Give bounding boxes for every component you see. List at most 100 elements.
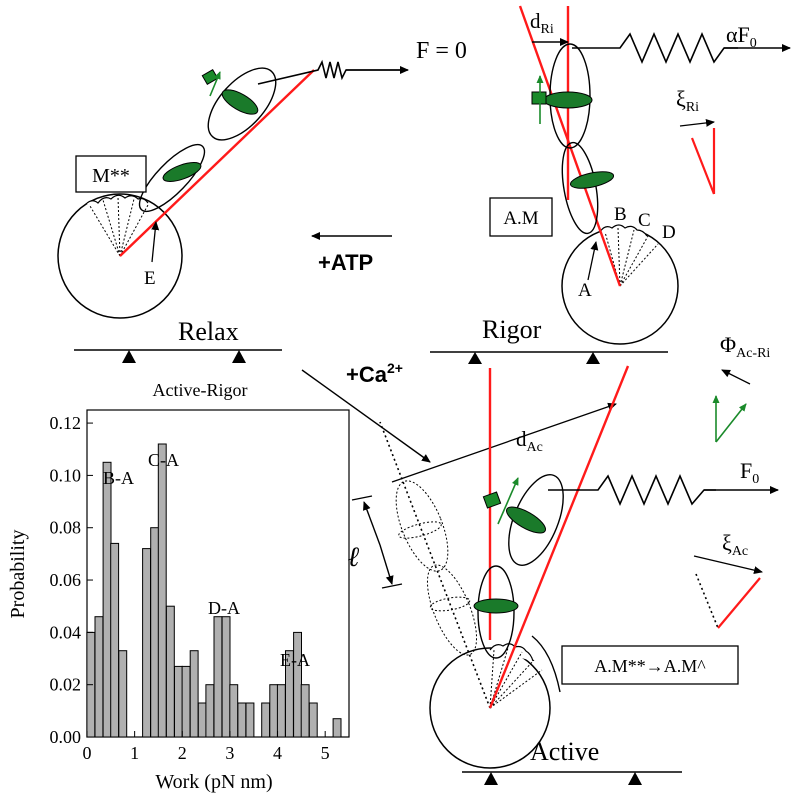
relax-panel: F = 0 M** E Relax	[57, 38, 467, 363]
relax-support-1	[122, 350, 136, 363]
rigor-binding-pockets	[599, 224, 648, 237]
histogram-bar	[197, 702, 207, 738]
active-state-label: Active	[530, 737, 599, 766]
histogram-bar	[165, 605, 175, 738]
ca-label: +Ca2+	[346, 360, 403, 387]
relax-support-2	[232, 350, 246, 363]
relax-light-chain-1	[162, 162, 202, 182]
active-displacement-label: dAc	[516, 427, 543, 455]
relax-site-rays	[89, 196, 149, 257]
relax-lever-axis	[119, 69, 315, 257]
y-tick-label: 0.10	[50, 465, 82, 485]
y-tick-label: 0.04	[50, 622, 82, 642]
phi-indicator: ΦAc-Ri	[712, 332, 770, 443]
relax-binding-pockets	[85, 194, 149, 205]
active-probe-icon	[482, 491, 502, 509]
rigor-displacement-label: dRi	[530, 9, 554, 37]
m-double-star-label: M**	[92, 165, 130, 187]
histogram-bar	[157, 443, 167, 738]
rigor-angle-line-1	[690, 137, 716, 195]
histogram-bar	[261, 702, 271, 738]
rigor-state-label: Rigor	[482, 315, 542, 344]
ell-bar-top	[351, 495, 373, 501]
rigor-probe-icon	[531, 91, 547, 105]
histogram-bar	[181, 665, 191, 738]
x-tick-label: 2	[178, 743, 187, 763]
chart-annotation-d-a: D-A	[208, 598, 240, 618]
rigor-panel: dRi αF0 ξRi A.M A B C D Rigor	[430, 5, 791, 364]
histogram-bar	[102, 461, 112, 738]
am-box-label: A.M	[503, 208, 538, 229]
x-tick-label: 5	[321, 743, 330, 763]
active-light-chain-1	[473, 598, 519, 614]
histogram-bar	[293, 631, 303, 738]
rigor-spring	[572, 31, 738, 65]
active-lobe-lower	[477, 565, 515, 659]
active-angle-red	[717, 577, 761, 629]
histogram-bar	[213, 616, 223, 738]
relax-lobe-lower	[138, 143, 206, 213]
site-e-label: E	[144, 268, 156, 289]
rigor-light-chain-1	[569, 171, 615, 189]
y-tick-label: 0.08	[50, 518, 82, 538]
active-previous-lever	[379, 421, 491, 709]
relax-spring	[257, 59, 400, 85]
histogram-bar	[245, 702, 255, 738]
histogram-bar	[300, 684, 310, 738]
ell-arrow-b	[379, 544, 394, 585]
chart-annotation-e-a: E-A	[280, 650, 310, 670]
relax-site-e-arrow	[151, 221, 160, 263]
ell-bar-bottom	[381, 583, 403, 589]
histogram-bar	[150, 527, 160, 738]
histogram-bar	[142, 548, 152, 738]
x-tick-label: 1	[130, 743, 139, 763]
x-tick-label: 0	[83, 743, 92, 763]
active-rotation-arrow	[531, 635, 561, 693]
relax-probe-dipole	[209, 71, 221, 97]
site-b-label: B	[614, 204, 627, 225]
histogram-bar	[276, 684, 286, 738]
active-angle-label: ξAc	[722, 530, 748, 559]
y-tick-label: 0.06	[50, 570, 82, 590]
active-ghost-chain-1	[429, 596, 471, 612]
histogram-bar	[118, 650, 128, 738]
chart-title: Active-Rigor	[153, 380, 248, 400]
active-ghost-lobe-upper	[395, 480, 449, 572]
active-light-chain-2	[506, 506, 546, 534]
active-ghost-lobe-lower	[426, 564, 478, 656]
transition-box-label: A.M**→A.M^	[594, 656, 706, 676]
active-spring	[548, 473, 716, 507]
histogram-bar	[308, 702, 318, 738]
histogram-bar	[332, 718, 342, 738]
rigor-lever-axis	[518, 5, 622, 287]
histogram-bar	[174, 665, 183, 738]
x-axis-label: Work (pN nm)	[155, 771, 272, 793]
active-angle-arrow	[693, 555, 763, 575]
relax-light-chain-2	[221, 89, 259, 115]
active-force-label: F0	[740, 458, 759, 487]
y-tick-label: 0.02	[50, 675, 82, 695]
rigor-site-a-arrow	[587, 241, 599, 281]
histogram-bar	[229, 684, 239, 738]
active-site-rays	[489, 647, 543, 709]
active-probe-dipole	[497, 477, 519, 525]
active-displacement-arrow	[391, 402, 617, 483]
ell-arrow-a	[363, 501, 381, 546]
phi-reference-arrow	[721, 369, 751, 385]
histogram-bar	[189, 650, 199, 738]
rigor-angle-label: ξRi	[676, 86, 699, 115]
y-tick-label: 0.00	[50, 727, 82, 747]
am-box	[489, 197, 553, 237]
rigor-support-1	[468, 352, 482, 364]
rigor-force-label: αF0	[726, 22, 757, 51]
active-support-1	[484, 772, 498, 785]
rigor-site-rays	[604, 227, 659, 287]
m-double-star-box	[75, 155, 147, 193]
ell-label: ℓ	[347, 542, 360, 573]
phi-label: ΦAc-Ri	[720, 332, 770, 361]
active-panel: dAc F0 ξAc ℓ A.M**→A.M^ Active	[347, 365, 779, 785]
y-tick-label: 0.12	[50, 413, 82, 433]
